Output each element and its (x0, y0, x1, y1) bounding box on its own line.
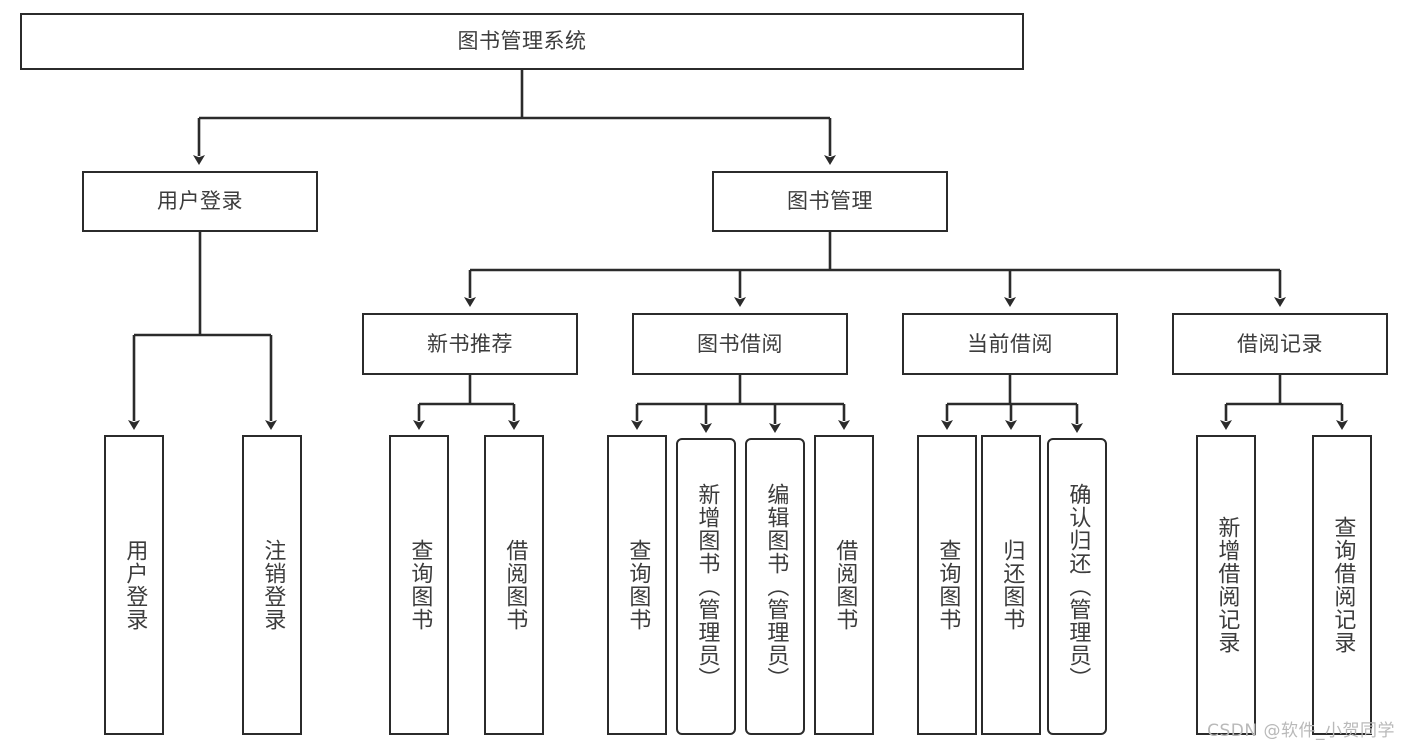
node-leaf-edit-book-admin[interactable]: 编辑图书（管理员） (745, 438, 805, 735)
node-label: 用户登录 (122, 539, 148, 631)
node-leaf-borrow-book[interactable]: 借阅图书 (814, 435, 874, 735)
node-book-management[interactable]: 图书管理 (712, 171, 948, 232)
node-root-book-management-system[interactable]: 图书管理系统 (20, 13, 1024, 70)
node-book-borrow[interactable]: 图书借阅 (632, 313, 848, 375)
node-label: 查询图书 (407, 539, 433, 631)
node-label: 图书管理 (787, 189, 873, 214)
node-label: 新书推荐 (427, 331, 513, 356)
node-leaf-logout[interactable]: 注销登录 (242, 435, 302, 735)
node-label: 借阅记录 (1237, 331, 1323, 356)
node-label: 编辑图书（管理员） (763, 483, 789, 690)
node-label: 图书借阅 (697, 331, 783, 356)
node-label: 借阅图书 (832, 539, 858, 631)
node-leaf-query-borrow-record[interactable]: 查询借阅记录 (1312, 435, 1372, 735)
node-label: 当前借阅 (967, 331, 1053, 356)
node-leaf-borrow-book-recommend[interactable]: 借阅图书 (484, 435, 544, 735)
node-leaf-add-borrow-record[interactable]: 新增借阅记录 (1196, 435, 1256, 735)
node-label: 归还图书 (999, 539, 1025, 631)
node-leaf-confirm-return-admin[interactable]: 确认归还（管理员） (1047, 438, 1107, 735)
node-label: 新增借阅记录 (1214, 516, 1240, 654)
node-label: 借阅图书 (502, 539, 528, 631)
node-leaf-query-book-borrow[interactable]: 查询图书 (607, 435, 667, 735)
node-label: 查询图书 (625, 539, 651, 631)
node-label: 查询借阅记录 (1330, 516, 1356, 654)
node-leaf-return-book[interactable]: 归还图书 (981, 435, 1041, 735)
node-label: 注销登录 (260, 539, 286, 631)
watermark-text: CSDN @软件_小贺同学 (1207, 721, 1395, 741)
node-current-borrow[interactable]: 当前借阅 (902, 313, 1118, 375)
node-new-book-recommend[interactable]: 新书推荐 (362, 313, 578, 375)
node-leaf-query-book-current[interactable]: 查询图书 (917, 435, 977, 735)
node-leaf-add-book-admin[interactable]: 新增图书（管理员） (676, 438, 736, 735)
node-leaf-query-book-recommend[interactable]: 查询图书 (389, 435, 449, 735)
node-leaf-user-login[interactable]: 用户登录 (104, 435, 164, 735)
node-label: 图书管理系统 (457, 29, 587, 54)
node-label: 新增图书（管理员） (694, 483, 720, 690)
node-label: 确认归还（管理员） (1065, 483, 1091, 690)
node-label: 查询图书 (935, 539, 961, 631)
node-borrow-record[interactable]: 借阅记录 (1172, 313, 1388, 375)
node-user-login[interactable]: 用户登录 (82, 171, 318, 232)
node-label: 用户登录 (157, 189, 243, 214)
